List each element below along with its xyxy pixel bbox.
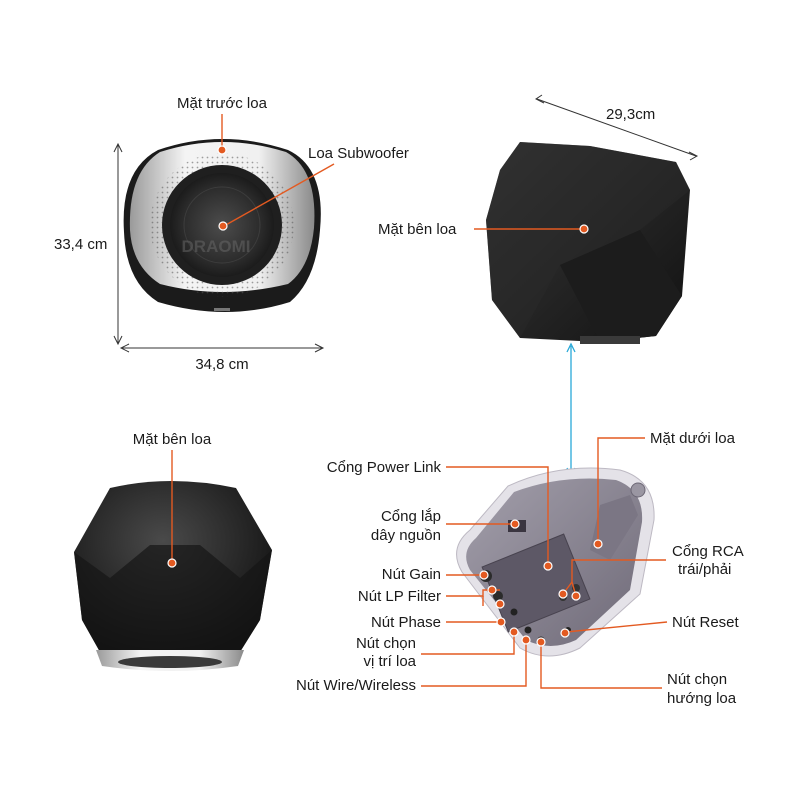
lp-filter-marker-1 <box>487 585 497 595</box>
wire-wireless-leader <box>421 640 527 687</box>
position-leader <box>421 632 515 655</box>
power-cord-marker <box>510 519 520 529</box>
depth-arrow-left <box>535 94 545 104</box>
position-label-line2: vị trí loa <box>363 653 416 670</box>
side-face-top-label: Mặt bên loa <box>378 221 457 238</box>
depth-dimension-line <box>536 98 697 157</box>
subwoofer-leader <box>223 163 335 227</box>
position-marker <box>509 627 519 637</box>
subwoofer-label: Loa Subwoofer <box>308 145 409 162</box>
bottom-face-leader <box>597 437 645 544</box>
bottom-callouts: Mặt dưới loa Cổng Power Link Cổng lắp dâ… <box>296 430 744 707</box>
side-bottom-base-cone <box>118 656 222 668</box>
direction-leader <box>540 642 662 689</box>
direction-marker <box>536 637 546 647</box>
width-arrow-right <box>314 343 325 353</box>
power-cord-label-line2: dây nguồn <box>371 527 441 544</box>
bottom-foot <box>630 482 646 498</box>
gain-marker <box>479 570 489 580</box>
subwoofer-marker <box>218 221 228 231</box>
side-bottom-facet <box>74 545 272 652</box>
watermark-text: DRAOMI <box>182 237 251 256</box>
reset-leader <box>565 621 668 633</box>
side-view-top <box>486 142 690 344</box>
rca-label-line1: Cổng RCA <box>672 543 744 560</box>
side-face-top-marker <box>579 224 589 234</box>
power-link-label: Cổng Power Link <box>327 459 442 476</box>
direction-label-line2: hướng loa <box>667 690 737 707</box>
gain-label: Nút Gain <box>382 566 441 583</box>
height-arrow-bottom <box>113 335 123 346</box>
front-logo <box>214 308 230 311</box>
width-arrow-left <box>119 343 130 353</box>
view-link-arrow <box>566 342 576 478</box>
cone-ring <box>183 186 261 264</box>
side-facet-highlight <box>560 230 682 342</box>
front-callouts: Mặt trước loa Loa Subwoofer <box>177 95 409 231</box>
height-label: 33,4 cm <box>54 236 107 253</box>
side-top-dimensions: 29,3cm <box>535 94 699 161</box>
lp-filter-marker-2 <box>495 599 505 609</box>
phase-marker <box>496 617 506 627</box>
side-top-callout: Mặt bên loa <box>378 221 589 238</box>
side-face-bottom-marker <box>167 558 177 568</box>
bottom-face-marker <box>593 539 603 549</box>
lp-knob <box>493 591 503 601</box>
side-foot <box>580 336 640 344</box>
rca-leader <box>571 559 666 582</box>
reset-label: Nút Reset <box>672 614 740 631</box>
width-label: 34,8 cm <box>195 356 248 373</box>
bottom-face-label: Mặt dưới loa <box>650 430 736 447</box>
height-arrow-top <box>113 142 123 153</box>
depth-label: 29,3cm <box>606 106 655 123</box>
side-bottom-callout: Mặt bên loa <box>133 431 212 568</box>
front-face-label: Mặt trước loa <box>177 95 268 112</box>
switch-2 <box>524 626 532 634</box>
side-view-bottom <box>74 481 272 671</box>
side-face-bottom-label: Mặt bên loa <box>133 431 212 448</box>
power-link-marker <box>543 561 553 571</box>
front-face-marker <box>217 145 227 155</box>
rca-label-line2: trái/phải <box>678 561 731 578</box>
phase-label: Nút Phase <box>371 614 441 631</box>
switch-1 <box>510 608 518 616</box>
wire-wireless-marker <box>521 635 531 645</box>
power-link-leader <box>446 466 549 566</box>
front-dimensions: 33,4 cm 34,8 cm <box>54 142 325 373</box>
power-cord-label-line1: Cổng lắp <box>381 508 441 525</box>
position-label-line1: Nút chọn <box>356 635 416 652</box>
rca-left-marker <box>558 589 568 599</box>
side-facet-top <box>486 142 690 338</box>
reset-marker <box>560 628 570 638</box>
wire-wireless-label: Nút Wire/Wireless <box>296 677 416 694</box>
rca-right-marker <box>571 591 581 601</box>
lp-filter-label: Nút LP Filter <box>358 588 441 605</box>
link-arrow-top <box>566 342 576 353</box>
direction-label-line1: Nút chọn <box>667 671 727 688</box>
bottom-view <box>456 467 655 657</box>
depth-arrow-right <box>688 151 699 161</box>
